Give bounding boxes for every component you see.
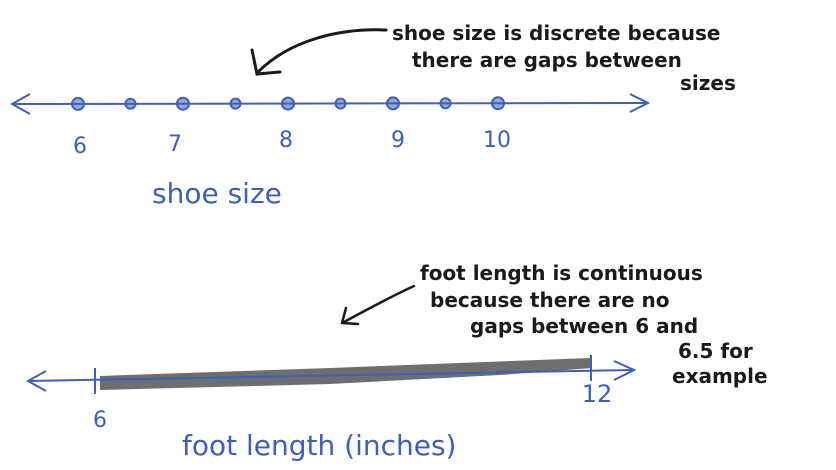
shoe-size-points: [71, 96, 505, 111]
discrete-note-line-2: there are gaps between: [412, 48, 682, 72]
tick-label-9: 9: [391, 128, 405, 153]
shaded-range-bar: [100, 358, 592, 390]
left-arrowhead-icon: [9, 93, 31, 115]
continuous-pointer-arrow-icon: [340, 284, 416, 326]
continuous-note-line-2: because there are no: [430, 288, 670, 312]
discrete-annotation: shoe size is discrete because there are …: [250, 21, 736, 95]
shoe-size-number-line: 6 7 8 9 10 shoe size: [9, 93, 651, 210]
shoe-size-axis: [13, 102, 647, 105]
tick-label-6: 6: [73, 134, 87, 159]
discrete-note-line-3: sizes: [680, 71, 736, 95]
left-arrowhead-icon: [25, 370, 47, 392]
shoe-size-axis-label: shoe size: [152, 177, 282, 210]
end-tick-label: 12: [582, 380, 613, 408]
right-arrowhead-icon: [613, 360, 637, 381]
continuous-note-line-3: gaps between 6 and: [470, 314, 698, 338]
tick-label-8: 8: [279, 128, 293, 153]
continuous-note-line-1: foot length is continuous: [420, 261, 703, 285]
shoe-size-point: [71, 96, 85, 111]
foot-length-axis: [27, 369, 633, 382]
foot-length-number-line: 6 12 foot length (inches): [25, 355, 637, 462]
shoe-size-point: [124, 97, 137, 110]
tick-label-7: 7: [168, 132, 182, 157]
right-arrowhead-icon: [629, 93, 651, 113]
continuous-note-line-4: 6.5 for: [678, 339, 753, 363]
shoe-size-point: [334, 97, 347, 110]
continuous-annotation: foot length is continuous because there …: [340, 261, 768, 388]
shoe-size-point: [439, 97, 452, 110]
discrete-pointer-arrow-icon: [250, 28, 388, 76]
shoe-size-point: [491, 96, 505, 111]
foot-length-axis-label: foot length (inches): [182, 429, 456, 462]
start-tick-label: 6: [93, 408, 107, 433]
shoe-size-point: [281, 96, 295, 111]
shoe-size-point: [229, 97, 242, 110]
continuous-note-line-5: example: [672, 364, 768, 388]
discrete-note-line-1: shoe size is discrete because: [392, 21, 720, 45]
shoe-size-point: [386, 96, 400, 111]
shoe-size-point: [176, 96, 190, 111]
tick-label-10: 10: [483, 128, 511, 153]
